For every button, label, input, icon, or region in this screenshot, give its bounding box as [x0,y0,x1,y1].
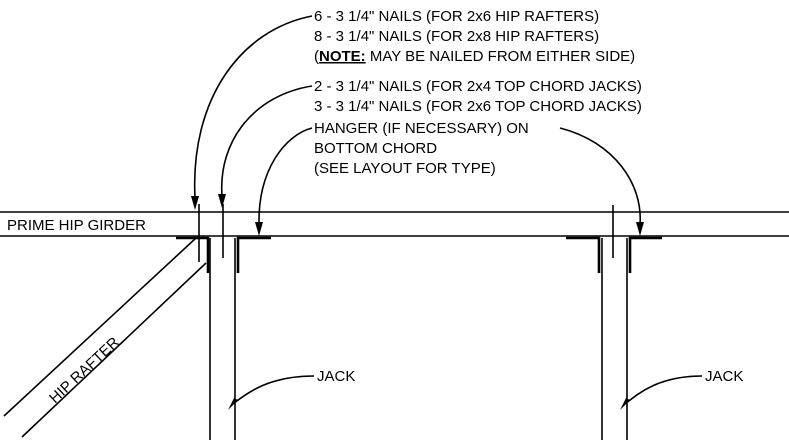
hip-rafter [3,237,207,438]
note-jack-nails-2x4: 2 - 3 1/4" NAILS (FOR 2x4 TOP CHORD JACK… [314,78,642,95]
note-hanger-line3: (SEE LAYOUT FOR TYPE) [314,160,496,177]
right-jack-hanger-right [628,236,662,273]
note-either-side: (NOTE: MAY BE NAILED FROM EITHER SIDE) [314,48,635,65]
label-prime-hip-girder: PRIME HIP GIRDER [7,217,146,234]
right-jack-hanger-left [566,236,601,273]
note-hanger-line2: BOTTOM CHORD [314,140,437,157]
right-hangers [566,205,662,273]
prime-hip-girder [0,211,789,237]
leader-jack-right [620,375,703,410]
right-jack [601,238,628,440]
hip-rafter-upper-edge [3,237,197,417]
note-open-paren: ( [314,48,319,65]
note-hip-rafter-nails-2x8: 8 - 3 1/4" NAILS (FOR 2x8 HIP RAFTERS) [314,28,599,45]
label-jack-right: JACK [705,368,743,385]
left-hangers [176,204,271,273]
leader-nails-hip [191,15,313,210]
leader-nails-jack [218,85,313,208]
note-hip-rafter-nails-2x6: 6 - 3 1/4" NAILS (FOR 2x6 HIP RAFTERS) [314,8,599,25]
leader-jack-left [228,375,315,410]
note-text: MAY BE NAILED FROM EITHER SIDE) [366,48,636,65]
left-jack-hanger [236,236,271,273]
note-hanger-line1: HANGER (IF NECESSARY) ON [314,120,529,137]
leader-hanger-right [559,127,644,236]
label-jack-left: JACK [317,368,355,385]
leader-hanger-left [255,127,313,236]
note-key: NOTE: [319,48,366,65]
note-jack-nails-2x6: 3 - 3 1/4" NAILS (FOR 2x6 TOP CHORD JACK… [314,98,642,115]
hip-rafter-hanger [176,236,210,273]
label-hip-rafter: HIP RAFTER [46,334,123,407]
hip-rafter-lower-edge [21,262,207,438]
left-jack [209,238,236,440]
